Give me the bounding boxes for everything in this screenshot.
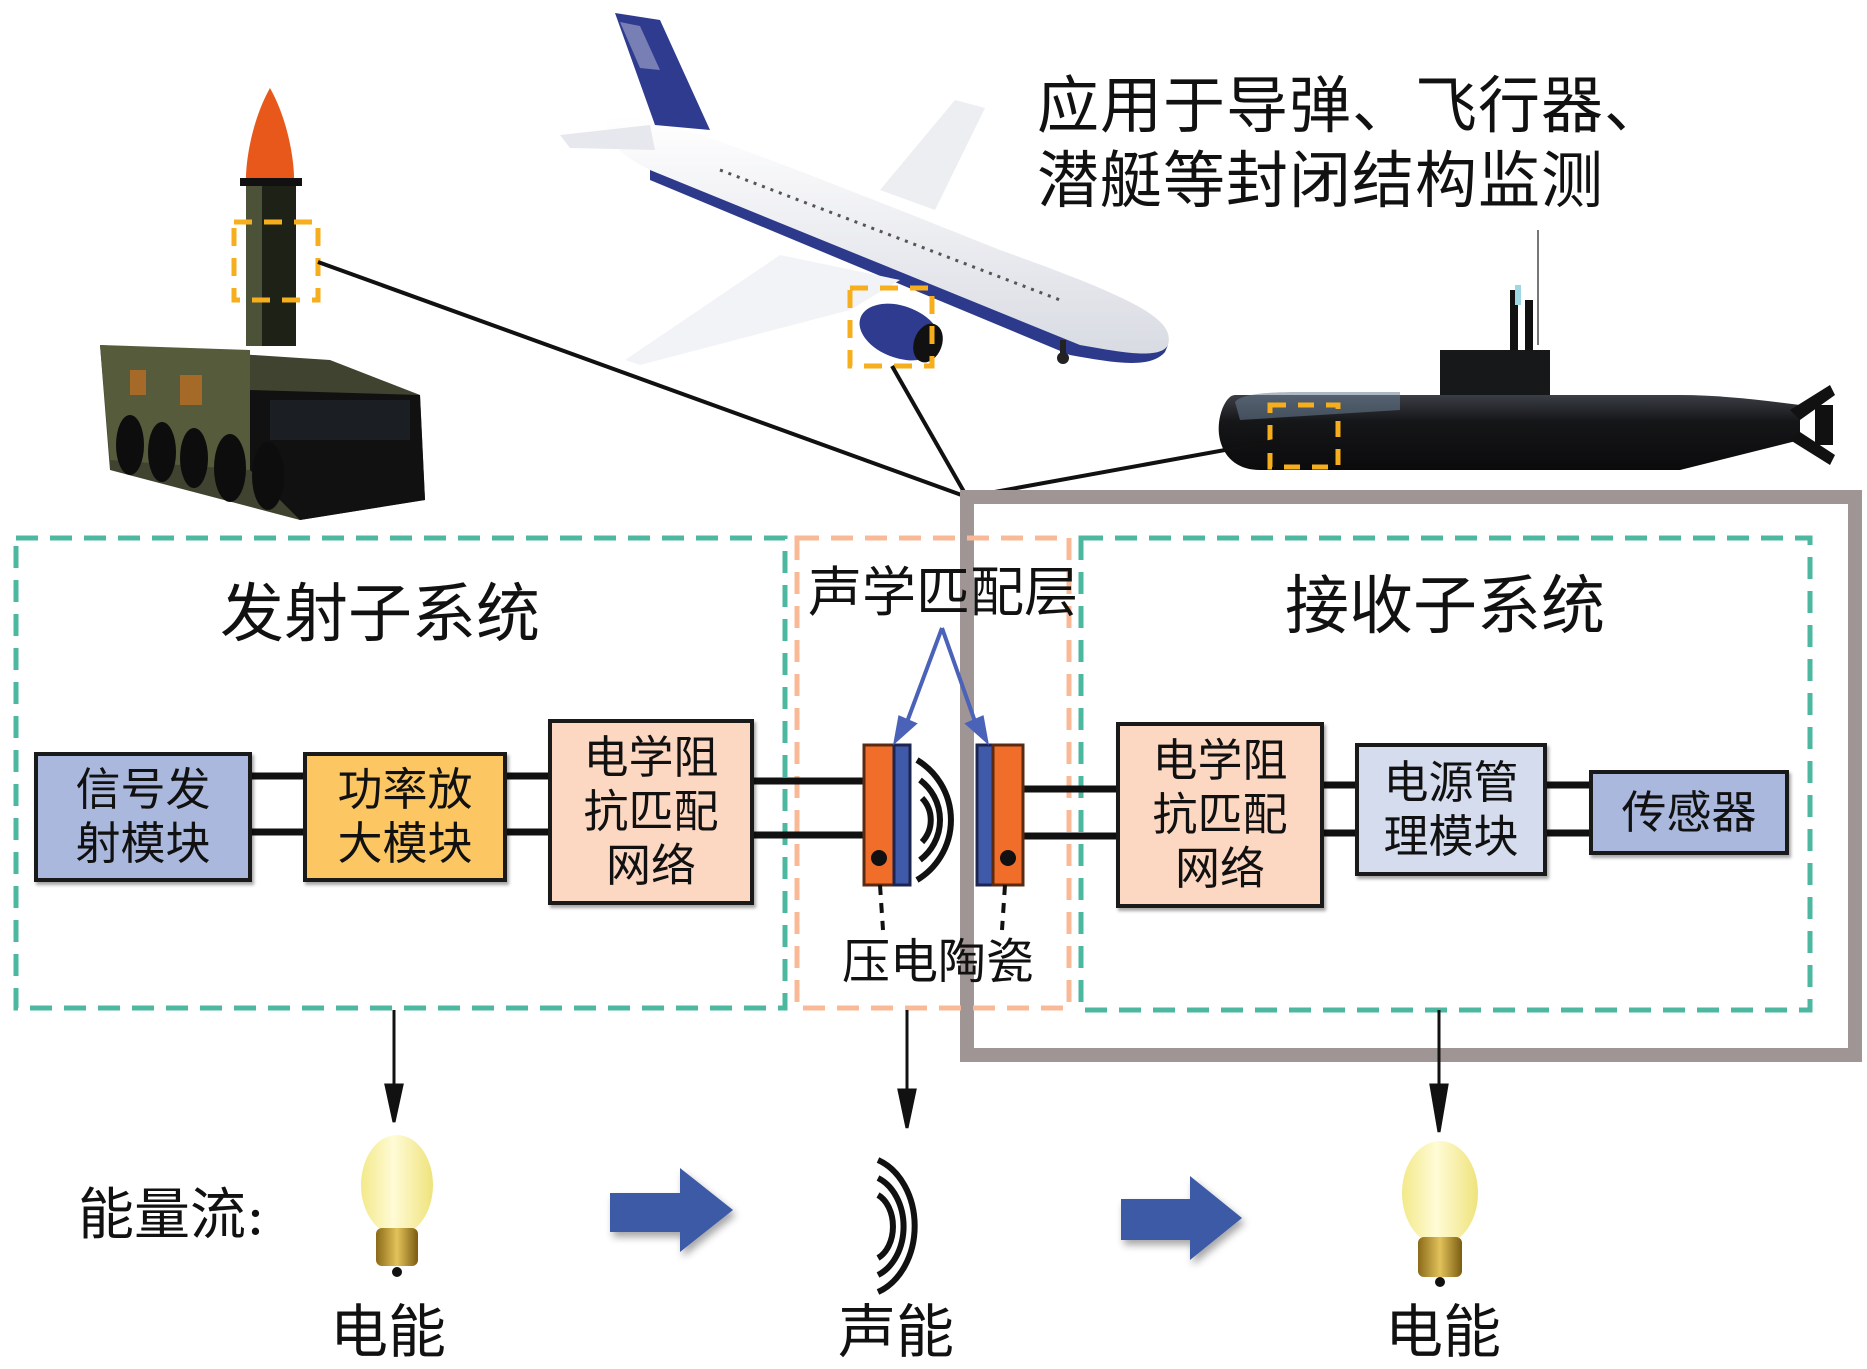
receive-impedance-matching-network: 电学阻抗匹配网络 [1116,722,1324,908]
connector-missile [317,260,968,499]
energy-stage-3-label: 电能 [1385,1298,1502,1366]
block-text: 抗匹配 [1152,788,1288,841]
block-text: 理模块 [1383,809,1519,863]
block-text: 电学阻 [583,731,719,784]
closed-structure-wall [960,490,1862,1062]
power-amplifier-module: 功率放大模块 [303,752,507,882]
light-bulb-icon [1402,1141,1478,1287]
title-line-1: 应用于导弹、飞行器、 [1037,69,1668,142]
airplane-icon [560,13,1169,369]
block-text: 电学阻 [1152,734,1288,787]
energy-flow-label: 能量流: [78,1183,265,1248]
transmit-impedance-matching-network: 电学阻抗匹配网络 [548,719,754,905]
block-text: 网络 [1174,842,1265,895]
power-management-module: 电源管理模块 [1355,743,1547,876]
connector-airplane [890,365,969,498]
flow-arrow-2 [1121,1176,1242,1260]
sound-wave-icon [876,1157,918,1295]
receive-wires [1022,781,1592,840]
block-text: 大模块 [337,817,473,870]
application-connector-lines [317,260,1281,499]
transmit-wires [250,772,864,839]
transmit-transducer [862,743,912,931]
receive-subsystem-box [1078,535,1813,1013]
acoustic-layer-box [794,535,1072,1011]
block-text: 网络 [605,839,696,892]
piezo-ceramic-label: 压电陶瓷 [842,934,1035,990]
block-text: 射模块 [75,817,211,870]
block-text: 电源管 [1383,755,1519,809]
receive-transducer [975,743,1025,931]
submarine-icon [1218,230,1835,470]
block-text: 信号发 [75,763,211,816]
transmit-subsystem-title: 发射子系统 [220,578,540,652]
flow-arrow-1 [610,1168,733,1252]
block-text: 功率放 [337,763,473,816]
receive-subsystem-title: 接收子系统 [1285,570,1605,644]
block-text: 抗匹配 [583,785,719,838]
block-text: 传感器 [1621,785,1757,839]
energy-stage-2-label: 声能 [838,1298,955,1366]
connector-submarine [966,438,1281,499]
light-bulb-icon [361,1135,433,1277]
acoustic-layer-pointer [892,627,990,746]
title-line-2: 潜艇等封闭结构监测 [1037,144,1605,217]
transmit-subsystem-box [13,535,788,1011]
energy-stage-1-label: 电能 [330,1298,447,1366]
missile-launcher-icon [100,88,425,520]
energy-down-arrows [384,1010,1449,1133]
sensor-module: 传感器 [1589,770,1789,855]
sound-wave-icon [915,757,954,883]
acoustic-layer-title: 声学匹配层 [808,561,1078,624]
signal-generator-module: 信号发射模块 [34,752,252,882]
